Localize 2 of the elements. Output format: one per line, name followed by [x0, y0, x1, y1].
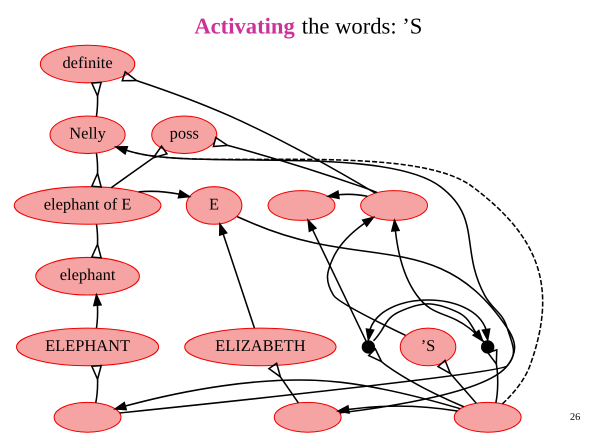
- label: 26: [569, 412, 580, 423]
- diagram-title: Activating the words: ’S: [194, 13, 422, 38]
